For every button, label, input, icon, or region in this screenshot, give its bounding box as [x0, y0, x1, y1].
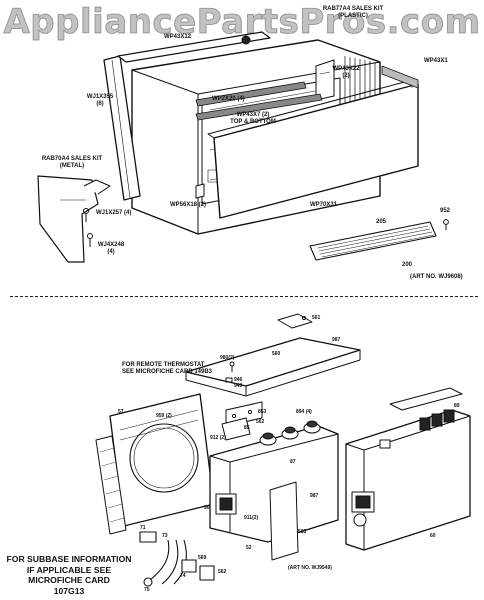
label-wp56x18: WP56X18 (2) — [170, 202, 207, 208]
label-wp43x7: WP43X7 (2) TOP & BOTTOM — [224, 112, 282, 125]
left-rail — [103, 55, 141, 201]
label-p71: 71 — [140, 525, 146, 531]
label-art-no-bottom: (ART NO. WJ9549) — [288, 565, 332, 571]
label-rab77a4-line1: RAB77A4 SALES KIT — [322, 6, 384, 12]
label-p89: 89 — [454, 403, 460, 409]
label-p73: 73 — [162, 533, 168, 539]
label-p946: 946 — [234, 377, 243, 383]
label-p911: 911(2) — [244, 515, 259, 521]
label-p987a: 987 — [332, 337, 341, 343]
fan-shroud — [95, 393, 215, 535]
label-wj1x355-line2: (6) — [96, 100, 104, 107]
label-p894: 894 (4) — [296, 409, 312, 415]
subbase-line2: IF APPLICABLE SEE — [26, 564, 112, 575]
label-wp2x20: WP2X20 (4) — [212, 96, 245, 102]
label-wj1x257: WJ1X257 (4) — [96, 210, 132, 216]
label-p74: 74 — [180, 573, 186, 579]
subbase-line3: MICROFICHE CARD — [28, 575, 110, 586]
label-wp43x22-line1: WP43X22 — [332, 66, 360, 72]
label-wp43x12: WP43X12 — [164, 34, 192, 40]
label-p980: 980(2) — [220, 355, 235, 361]
label-p60: 60 — [430, 533, 436, 539]
label-p987b: 987 — [310, 493, 319, 499]
label-part-205: 205 — [376, 219, 387, 225]
label-wp43x7-line2: TOP & BOTTOM — [230, 118, 276, 125]
label-art-no-top: (ART NO. WJ9608) — [410, 274, 463, 280]
power-cord — [139, 531, 215, 587]
front-panel — [207, 65, 419, 219]
label-p569: 569 — [198, 555, 207, 561]
label-rab70a4-kit: RAB70A4 SALES KIT (METAL) — [30, 156, 114, 169]
metal-side-panel — [37, 175, 111, 263]
label-rab70a4-line1: RAB70A4 SALES KIT — [41, 156, 103, 162]
section-divider — [10, 296, 478, 297]
label-wp70x31: WP70X31 — [310, 202, 338, 208]
label-remote-line2: SEE MICROFICHE CARD 149B3 — [122, 368, 213, 375]
label-p940: 940 — [234, 383, 243, 389]
label-p87: 87 — [290, 459, 296, 465]
label-rab70a4-line2: (METAL) — [59, 162, 85, 169]
subbase-line1: FOR SUBBASE INFORMATION — [6, 554, 132, 564]
label-p562b: 562 — [218, 569, 227, 575]
label-p75: 75 — [144, 587, 150, 593]
label-wj4x248: WJ4X248 (4) — [94, 242, 128, 255]
label-p959: 959 (2) — [156, 413, 172, 419]
label-remote-line1: FOR REMOTE THERMOSTAT — [122, 362, 205, 368]
label-wp43x1: WP43X1 — [424, 58, 448, 64]
label-wp43x7-line1: WP43X7 (2) — [236, 112, 270, 118]
control-box — [209, 420, 339, 561]
label-p561: 561 — [312, 315, 321, 321]
label-part-952: 952 — [440, 208, 451, 214]
label-p853: 853 — [258, 409, 267, 415]
label-wp43x22: WP43X22 (2) — [330, 66, 362, 79]
label-wj1x355-line1: WJ1X355 — [86, 94, 114, 100]
control-cover — [185, 337, 361, 397]
label-wp43x22-line2: (2) — [342, 72, 350, 79]
label-rab77a4-line2: (PLASTIC) — [338, 12, 368, 19]
label-wj4x248-line2: (4) — [107, 248, 115, 255]
screws — [83, 208, 93, 247]
label-p85: 85 — [244, 425, 250, 431]
subbase-note: FOR SUBBASE INFORMATION IF APPLICABLE SE… — [4, 554, 134, 596]
label-p912: 912 (2) — [210, 435, 226, 441]
right-chassis — [345, 409, 471, 551]
label-rab77a4-kit: RAB77A4 SALES KIT (PLASTIC) — [304, 6, 402, 19]
label-p560: 560 — [272, 351, 281, 357]
filter-grille — [309, 221, 437, 261]
label-p583: 583 — [298, 529, 307, 535]
subbase-line4: 107G13 — [53, 585, 85, 596]
label-remote-thermostat-note: FOR REMOTE THERMOSTAT SEE MICROFICHE CAR… — [122, 362, 212, 375]
label-wj1x355: WJ1X355 (6) — [83, 94, 117, 107]
label-p90: 90 — [204, 505, 210, 511]
label-p562: 562 — [256, 419, 265, 425]
label-p52: 52 — [246, 545, 252, 551]
label-part-200: 200 — [402, 262, 413, 268]
top-panel-strip — [117, 31, 271, 63]
label-p57: 57 — [118, 409, 124, 415]
label-wj4x248-line1: WJ4X248 — [97, 242, 125, 248]
